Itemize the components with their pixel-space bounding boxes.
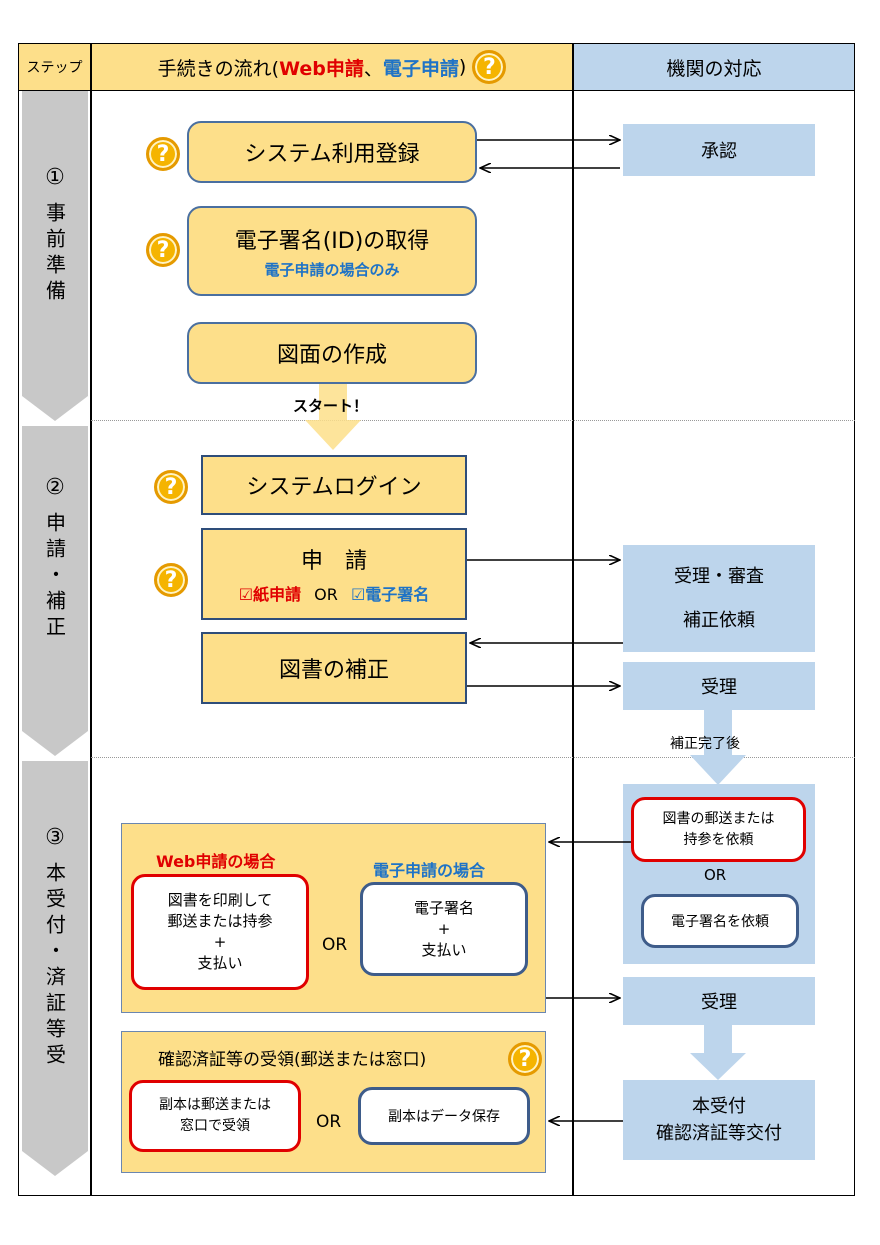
login-label: システムログイン bbox=[246, 475, 422, 500]
apply-box: 申 請 ☑紙申請 OR ☑電子署名 bbox=[201, 528, 467, 620]
review-1: 受理・審査 bbox=[674, 566, 764, 588]
final-arrow-down-icon bbox=[690, 1025, 746, 1080]
receipt-data-box: 副本はデータ保存 bbox=[358, 1087, 530, 1145]
header-step-label: ステップ bbox=[26, 60, 83, 76]
header-step-cell: ステップ bbox=[18, 43, 91, 91]
after-correction-arrow-down-icon bbox=[690, 710, 746, 785]
apply-or: OR bbox=[314, 585, 338, 604]
column-divider-1 bbox=[90, 91, 92, 1196]
web-case-title: Web申請の場合 bbox=[156, 852, 276, 871]
step-3-text: 本受付・済証等受 bbox=[42, 862, 67, 1070]
request-mail-2: 持参を依頼 bbox=[683, 831, 754, 848]
web-case-body-2: 郵送または持参 bbox=[167, 912, 273, 930]
final-1: 本受付 bbox=[692, 1096, 746, 1117]
header-flow-suffix: ) bbox=[458, 56, 467, 78]
help-question-icon[interactable]: ? bbox=[154, 563, 188, 597]
apply-esign: ☑電子署名 bbox=[350, 585, 430, 604]
review-box: 受理・審査 補正依頼 bbox=[623, 545, 815, 652]
step-arrows bbox=[22, 91, 88, 1176]
start-label-overlay: スタート！ bbox=[293, 397, 369, 415]
e-case-body-1: 電子署名 bbox=[413, 898, 474, 917]
accept-1-label: 受理 bbox=[701, 677, 737, 698]
e-case-plus: + bbox=[437, 919, 451, 938]
accept-2-label: 受理 bbox=[701, 992, 737, 1013]
e-case-title: 電子申請の場合 bbox=[373, 861, 486, 880]
request-esign: 電子署名を依頼 bbox=[671, 914, 769, 930]
receipt-title: 確認済証等の受領(郵送または窓口) bbox=[158, 1050, 427, 1070]
apply-title: 申 請 bbox=[300, 549, 367, 574]
request-or: OR bbox=[704, 866, 727, 884]
help-question-icon[interactable]: ? bbox=[146, 137, 180, 171]
signature-box: 電子署名(ID)の取得 電子申請の場合のみ bbox=[187, 206, 477, 296]
e-case-pay: 支払い bbox=[421, 940, 467, 959]
registration-box: システム利用登録 bbox=[187, 121, 477, 183]
receipt-mail-box: 副本は郵送または 窓口で受領 bbox=[129, 1080, 301, 1152]
header-flow-cell: 手続きの流れ(Web申請、電子申請) ? bbox=[91, 43, 573, 91]
phase-separator-1 bbox=[91, 420, 855, 421]
review-2: 補正依頼 bbox=[683, 609, 755, 631]
receipt-mail-1: 副本は郵送または bbox=[159, 1097, 271, 1113]
drawing-box: 図面の作成 bbox=[187, 322, 477, 384]
web-case-box: 図書を印刷して 郵送または持参 + 支払い bbox=[131, 874, 309, 990]
signature-note: 電子申請の場合のみ bbox=[264, 260, 400, 279]
header-flow-web: Web申請 bbox=[279, 57, 364, 80]
phase-separator-2 bbox=[91, 757, 855, 758]
accept-2-box: 受理 bbox=[623, 977, 815, 1025]
header-agency-label: 機関の対応 bbox=[666, 57, 762, 80]
web-case-pay: 支払い bbox=[197, 954, 243, 972]
step-1-arrow bbox=[22, 91, 88, 421]
step-2-number: ② bbox=[45, 475, 65, 500]
step-2-arrow bbox=[22, 426, 88, 756]
web-case-plus: + bbox=[213, 933, 227, 951]
after-correction-label-top: 補正完了後 bbox=[670, 736, 740, 752]
web-case-body-1: 図書を印刷して bbox=[167, 891, 273, 909]
final-2: 確認済証等交付 bbox=[656, 1123, 782, 1144]
correction-box: 図書の補正 bbox=[201, 632, 467, 704]
step-2-label: ② 申請・補正 bbox=[22, 475, 88, 642]
approval-label: 承認 bbox=[701, 141, 737, 162]
help-question-icon[interactable]: ? bbox=[508, 1042, 542, 1076]
start-arrow-down-icon bbox=[305, 384, 361, 450]
correction-label: 図書の補正 bbox=[278, 658, 389, 683]
header-flow-prefix: 手続きの流れ( bbox=[157, 57, 280, 80]
help-question-icon[interactable]: ? bbox=[146, 233, 180, 267]
step-1-label: ① 事前準備 bbox=[22, 165, 88, 306]
receipt-or: OR bbox=[316, 1112, 342, 1132]
login-box: システムログイン bbox=[201, 455, 467, 515]
e-case-box: 電子署名 + 支払い bbox=[360, 882, 528, 976]
request-mail-1: 図書の郵送または bbox=[662, 810, 775, 827]
header-flow-sep: 、 bbox=[363, 57, 383, 80]
approval-box: 承認 bbox=[623, 124, 815, 176]
request-mail-box: 図書の郵送または 持参を依頼 bbox=[631, 797, 806, 862]
accept-1-box: 受理 bbox=[623, 662, 815, 710]
drawing-label: 図面の作成 bbox=[276, 343, 387, 368]
request-esign-box: 電子署名を依頼 bbox=[641, 894, 799, 948]
receipt-mail-2: 窓口で受領 bbox=[180, 1118, 250, 1134]
final-box: 本受付 確認済証等交付 bbox=[623, 1080, 815, 1160]
step-1-number: ① bbox=[45, 165, 65, 190]
signature-title: 電子署名(ID)の取得 bbox=[234, 228, 430, 254]
header-agency-cell: 機関の対応 bbox=[573, 43, 855, 91]
step-3-arrow bbox=[22, 761, 88, 1176]
step-3-label: ③ 本受付・済証等受 bbox=[22, 825, 88, 1070]
step-2-text: 申請・補正 bbox=[42, 512, 67, 642]
header-flow-e: 電子申請 bbox=[382, 57, 459, 80]
step-3-number: ③ bbox=[45, 825, 65, 850]
registration-label: システム利用登録 bbox=[244, 142, 420, 167]
help-question-icon[interactable]: ? bbox=[472, 50, 507, 84]
step-1-text: 事前準備 bbox=[42, 202, 67, 306]
help-question-icon[interactable]: ? bbox=[154, 470, 188, 504]
apply-paper: ☑紙申請 bbox=[238, 585, 302, 604]
case-or: OR bbox=[322, 935, 348, 955]
receipt-data: 副本はデータ保存 bbox=[388, 1109, 500, 1125]
